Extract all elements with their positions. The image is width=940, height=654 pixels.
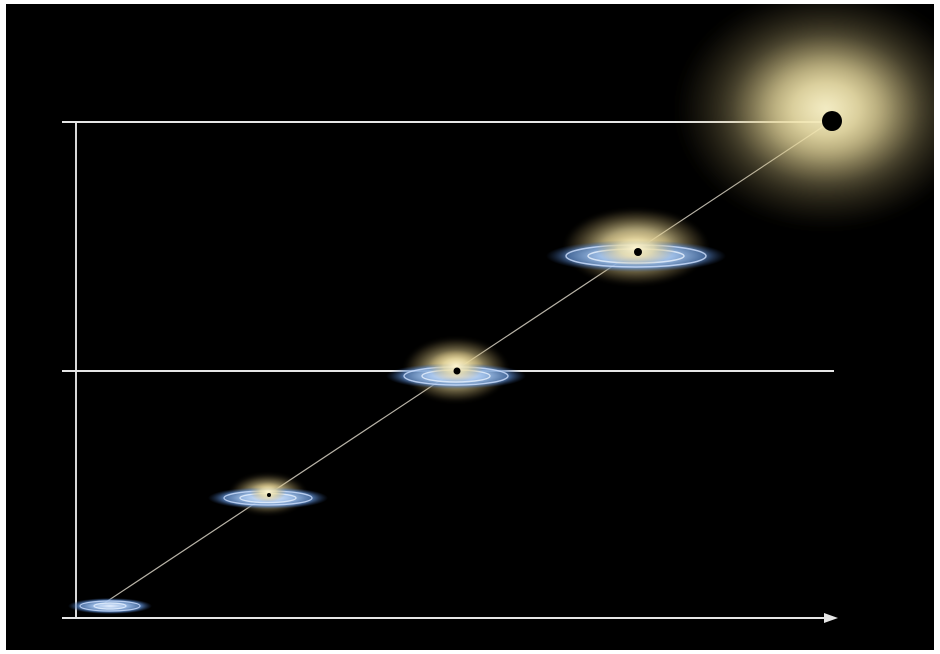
black-hole-4 <box>634 248 642 256</box>
disk-galaxy-4 <box>546 209 726 285</box>
disk-galaxy-3 <box>386 338 526 402</box>
horizontal-axis-arrowhead <box>824 613 838 623</box>
elliptical-galaxy <box>676 4 934 229</box>
black-hole-3 <box>453 367 461 375</box>
disk-galaxy-1 <box>68 598 152 614</box>
diagram-frame <box>6 4 934 650</box>
black-hole-2 <box>267 493 271 497</box>
disk-galaxy-2 <box>208 474 328 514</box>
black-hole-5 <box>822 111 842 131</box>
galaxy-black-hole-growth-diagram <box>62 4 934 623</box>
